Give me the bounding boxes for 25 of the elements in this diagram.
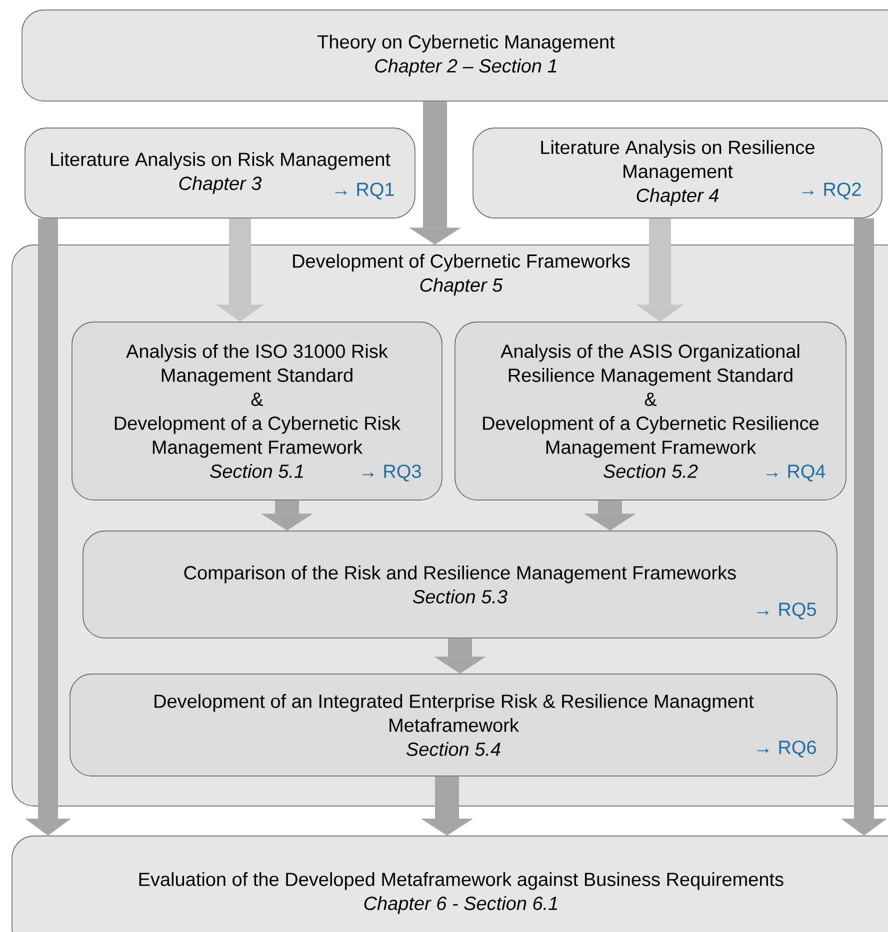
block-arrow	[409, 101, 461, 245]
research-question-label: → RQ2	[802, 182, 861, 200]
block-arrow	[636, 218, 684, 322]
block-arrow	[216, 218, 264, 322]
block-arrow	[584, 500, 636, 531]
block-arrow	[434, 638, 486, 674]
node-label: Development of a Cybernetic Risk Management Framework	[114, 416, 401, 458]
node-label: &	[644, 392, 657, 406]
block-arrow	[421, 776, 473, 836]
node-label: Development of a Cybernetic Resilience Management Framework	[483, 416, 819, 458]
node-label: Section 5.2	[604, 464, 698, 478]
research-question-label: → RQ6	[757, 740, 816, 758]
block-arrow	[841, 218, 887, 836]
node-label: Analysis of the ISO 31000 Risk Management Standard	[126, 344, 388, 386]
process-box: Evaluation of the Developed Metaframework against Business Requirements Chapter 6 - Section 6.1	[12, 836, 888, 932]
research-question-label: → RQ5	[757, 602, 816, 620]
research-question-label: → RQ1	[335, 182, 394, 200]
node-label: Section 5.1	[210, 464, 303, 478]
research-question-label: → RQ3	[362, 464, 421, 482]
node-label: &	[251, 392, 264, 406]
block-arrow	[25, 218, 71, 836]
block-arrow	[261, 500, 313, 531]
process-box: Theory on Cybernetic Management Chapter 2 – Section 1	[22, 10, 888, 102]
research-question-label: → RQ4	[766, 464, 826, 482]
node-label: Analysis of the ASIS Organizational Resilience Management Standard	[500, 344, 800, 386]
